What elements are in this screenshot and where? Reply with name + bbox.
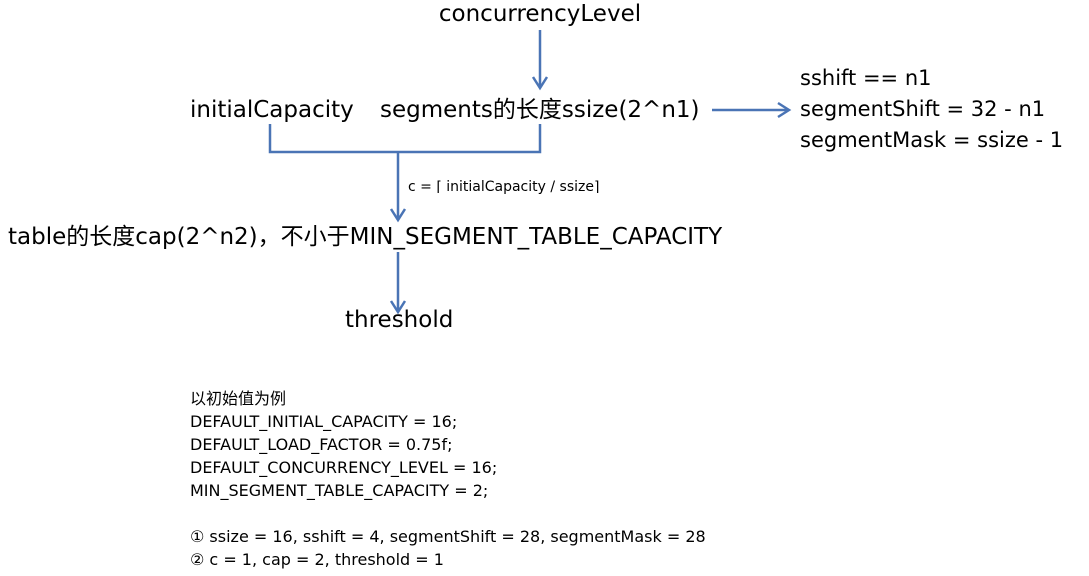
formula-sshift: sshift == n1 bbox=[800, 66, 932, 90]
arrow-concurrency-to-ssize bbox=[531, 30, 549, 91]
example-notes: 以初始值为例 DEFAULT_INITIAL_CAPACITY = 16; DE… bbox=[190, 387, 706, 571]
arrow-head bbox=[531, 76, 549, 91]
arrow-table-to-threshold bbox=[389, 252, 407, 315]
arrow-head bbox=[389, 208, 407, 223]
node-concurrency-level: concurrencyLevel bbox=[438, 1, 642, 27]
default-initial-capacity: DEFAULT_INITIAL_CAPACITY = 16; bbox=[190, 412, 458, 431]
node-initial-capacity: initialCapacity bbox=[190, 97, 354, 123]
result-step-1: ① ssize = 16, sshift = 4, segmentShift =… bbox=[190, 527, 706, 546]
formula-segment-mask: segmentMask = ssize - 1 bbox=[800, 128, 1064, 152]
default-load-factor: DEFAULT_LOAD_FACTOR = 0.75f; bbox=[190, 435, 453, 454]
merge-bracket bbox=[268, 124, 542, 154]
default-concurrency-level: DEFAULT_CONCURRENCY_LEVEL = 16; bbox=[190, 458, 498, 477]
arrow-head bbox=[389, 300, 407, 315]
result-step-2: ② c = 1, cap = 2, threshold = 1 bbox=[190, 550, 444, 569]
edge-label-capacity-formula: c = ⌈ initialCapacity / ssize⌉ bbox=[408, 179, 600, 195]
node-segments-size: segments的长度ssize(2^n1) bbox=[380, 97, 700, 123]
min-segment-table-capacity: MIN_SEGMENT_TABLE_CAPACITY = 2; bbox=[190, 481, 489, 500]
formula-segment-shift: segmentShift = 32 - n1 bbox=[800, 97, 1046, 121]
node-threshold: threshold bbox=[345, 307, 454, 333]
arrow-ssize-to-formulas bbox=[712, 101, 792, 119]
example-heading: 以初始值为例 bbox=[190, 389, 287, 408]
arrow-bracket-to-table bbox=[389, 152, 407, 223]
arrow-head bbox=[777, 101, 792, 119]
node-table-cap: table的长度cap(2^n2)，不小于MIN_SEGMENT_TABLE_C… bbox=[8, 224, 723, 250]
spacer bbox=[190, 502, 706, 525]
